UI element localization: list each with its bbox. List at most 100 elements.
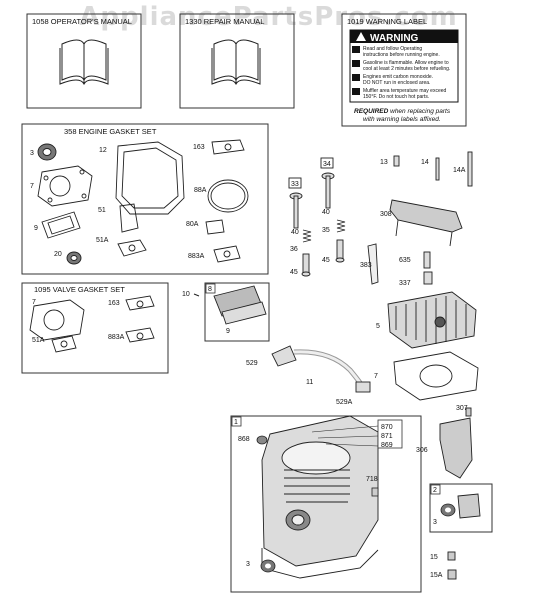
part-number: 33 <box>291 181 299 188</box>
operators-manual-box[interactable]: 1058 OPERATOR'S MANUAL <box>26 13 142 109</box>
part-number: 307 <box>456 405 468 412</box>
part-number: 718 <box>366 476 378 483</box>
sleeve-box[interactable]: 2 3 <box>429 483 493 533</box>
part-number: 383 <box>360 262 372 269</box>
part-number: 51 <box>98 207 106 214</box>
studs-and-shield[interactable] <box>367 151 473 285</box>
small-gasket[interactable] <box>205 219 225 235</box>
part-number: 9 <box>34 225 38 232</box>
part-number: 45 <box>322 257 330 264</box>
part-number: 163 <box>193 144 205 151</box>
breather-tube[interactable] <box>271 345 371 393</box>
required-note: REQUIRED when replacing parts <box>354 108 451 115</box>
part-number: 35 <box>322 227 330 234</box>
warning-label-box[interactable]: 1019 WARNING LABEL WARNING Read and foll… <box>341 13 467 127</box>
part-number: 7 <box>32 299 36 306</box>
part-number: 51A <box>96 237 109 244</box>
part-number: 3 <box>30 150 34 157</box>
breather-assembly[interactable]: 10 8 9 <box>182 282 270 342</box>
intake-gasket[interactable] <box>211 139 245 155</box>
warning-line: Read and follow Operating <box>363 46 422 52</box>
engine-gasket-set-box[interactable]: 358 ENGINE GASKET SET <box>21 123 269 275</box>
cylinder-shield[interactable] <box>439 407 473 479</box>
part-number: 1 <box>234 419 238 426</box>
cylinder-head[interactable] <box>387 291 477 349</box>
exhaust-gasket[interactable] <box>117 239 147 257</box>
repair-manual-box[interactable]: 1330 REPAIR MANUAL <box>179 13 295 109</box>
part-number: 337 <box>399 280 411 287</box>
drain-plugs[interactable] <box>447 551 457 580</box>
cylinder-head-gasket[interactable] <box>37 165 93 207</box>
part-number: 529A <box>336 399 353 406</box>
part-number: 871 <box>381 433 393 440</box>
muffler-gasket[interactable] <box>125 327 155 343</box>
part-number: 7 <box>374 373 378 380</box>
valve-parts[interactable] <box>288 157 346 277</box>
warning-line: DO NOT run in enclosed area. <box>363 80 430 86</box>
warning-line: 150°F. Do not touch hot parts. <box>363 94 429 100</box>
part-number: 870 <box>381 424 393 431</box>
part-number: 11 <box>306 379 313 386</box>
warning-line: Gasoline is flammable. Allow engine to <box>363 60 449 66</box>
valve-gasket-parts <box>29 295 155 353</box>
part-number: 869 <box>381 442 393 449</box>
part-number: 883A <box>108 334 125 341</box>
crankcase-gasket[interactable] <box>115 141 185 215</box>
part-number: 14 <box>421 159 429 166</box>
engine-gasket-parts <box>37 139 249 265</box>
part-number: 88A <box>194 187 207 194</box>
part-number: 36 <box>290 246 298 253</box>
valve-cover-gasket[interactable] <box>41 211 81 239</box>
part-number: 163 <box>108 300 120 307</box>
warning-line: Engines emit carbon monoxide. <box>363 74 433 80</box>
part-number: 80A <box>186 221 199 228</box>
part-number: 8 <box>208 286 212 293</box>
part-number: 45 <box>290 269 298 276</box>
muffler-gasket[interactable] <box>213 245 241 263</box>
manual-icon <box>352 46 360 53</box>
part-number: 5 <box>376 323 380 330</box>
part-number: 10 <box>182 291 190 298</box>
warning-line: instructions before running engine. <box>363 52 440 58</box>
engine-block <box>261 415 379 579</box>
head-gasket[interactable] <box>29 299 85 341</box>
part-number: 2 <box>433 487 437 494</box>
valve-gasket-set-label: 1095 VALVE GASKET SET <box>34 285 125 294</box>
part-number: 3 <box>433 519 437 526</box>
cylinder-assembly-box[interactable]: 1 868 870 871 869 718 3 <box>230 415 422 593</box>
intake-gasket[interactable] <box>125 295 155 311</box>
part-number: 14A <box>453 167 466 174</box>
part-number: 40 <box>291 229 299 236</box>
part-number: 868 <box>238 436 250 443</box>
part-number: 529 <box>246 360 258 367</box>
part-number: 34 <box>323 161 331 168</box>
plug[interactable] <box>256 435 268 445</box>
part-number: 308 <box>380 211 392 218</box>
part-number: 306 <box>416 447 428 454</box>
ring-gasket[interactable] <box>207 179 249 213</box>
operators-manual-label: 1058 OPERATOR'S MANUAL <box>32 17 132 26</box>
fuel-icon <box>352 60 360 67</box>
part-number: 883A <box>188 253 205 260</box>
warning-triangle-icon <box>356 32 366 41</box>
part-number: 20 <box>54 251 62 258</box>
repair-manual-label: 1330 REPAIR MANUAL <box>185 17 264 26</box>
required-note-line2: with warning labels affixed. <box>363 116 441 123</box>
head-gasket-lower[interactable] <box>393 351 479 401</box>
part-number: 3 <box>246 561 250 568</box>
valve-gasket-set-box[interactable]: 1095 VALVE GASKET SET 7 163 51A 883A <box>21 282 169 374</box>
part-number: 13 <box>380 159 388 166</box>
book-icon <box>59 39 109 86</box>
part-number: 15A <box>430 572 443 579</box>
exhaust-icon <box>352 74 360 81</box>
exhaust-gasket[interactable] <box>51 335 77 353</box>
warning-heading: WARNING <box>370 33 419 44</box>
part-number: 635 <box>399 257 411 264</box>
engine-gasket-set-label: 358 ENGINE GASKET SET <box>64 127 157 136</box>
part-number: 15 <box>430 554 438 561</box>
breather-gasket[interactable] <box>119 203 139 233</box>
warning-line: cool at least 2 minutes before refueling… <box>363 66 450 72</box>
part-number: 40 <box>322 209 330 216</box>
warning-line: Muffler area temperature may exceed <box>363 88 447 94</box>
